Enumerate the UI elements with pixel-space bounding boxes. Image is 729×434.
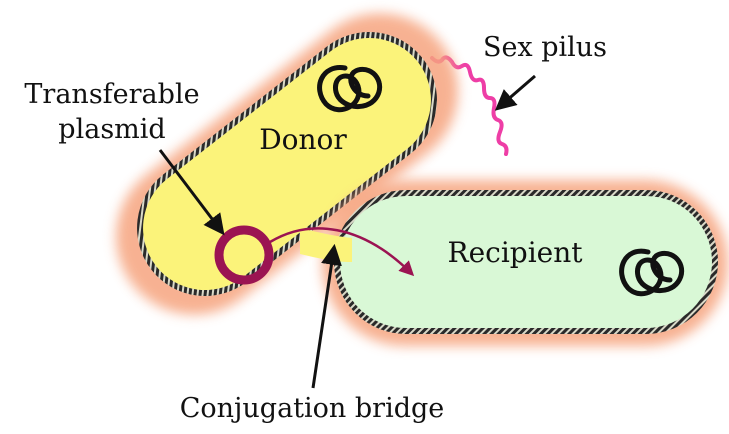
bridge-label: Conjugation bridge (180, 393, 445, 424)
plasmid-label-line1: Transferable (24, 79, 199, 110)
sex-pilus-label: Sex pilus (483, 32, 607, 63)
recipient-label: Recipient (447, 236, 583, 269)
donor-label: Donor (259, 123, 347, 156)
plasmid-label-line2: plasmid (58, 114, 165, 145)
sex-pilus-pointer (498, 76, 535, 108)
